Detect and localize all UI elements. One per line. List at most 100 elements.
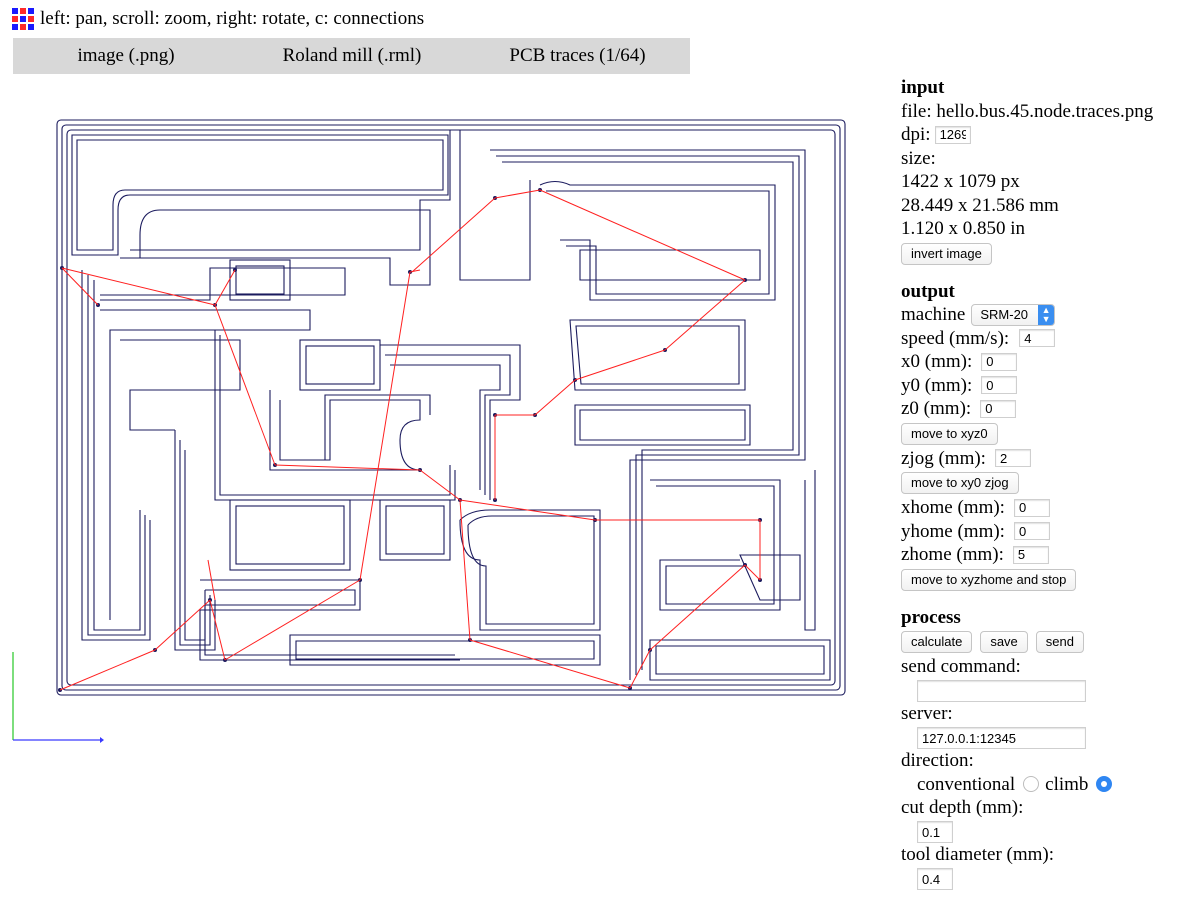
y0-input[interactable]	[981, 376, 1018, 395]
save-button[interactable]: save	[980, 631, 1028, 653]
logo-square	[28, 8, 34, 14]
trace-path	[184, 450, 206, 641]
size-label: size:	[901, 147, 936, 169]
dpi-row: dpi:	[901, 123, 1191, 147]
logo-square	[20, 16, 26, 22]
connection-line	[207, 559, 216, 601]
y0-label: y0 (mm):	[901, 374, 973, 396]
trace-path	[81, 270, 151, 641]
xhome-input[interactable]	[1013, 498, 1050, 517]
send-button[interactable]: send	[1035, 631, 1084, 653]
controls-hint: left: pan, scroll: zoom, right: rotate, …	[40, 8, 425, 29]
module-menu: image (.png) Roland mill (.rml) PCB trac…	[13, 38, 690, 74]
x0-label: x0 (mm):	[901, 351, 973, 372]
speed-input[interactable]	[1019, 329, 1056, 348]
trace-path	[579, 249, 761, 281]
zhome-row: zhome (mm):	[901, 543, 1191, 567]
trace-path	[502, 161, 794, 670]
trace-path	[179, 440, 211, 646]
zjog-input[interactable]	[994, 449, 1031, 468]
climb-radio[interactable]	[1096, 776, 1113, 793]
machine-row: machine SRM-20 ▲▼	[901, 303, 1191, 327]
trace-path	[199, 579, 460, 661]
tool-diameter-input[interactable]	[917, 868, 953, 890]
logo-square	[28, 16, 34, 22]
trace-path	[467, 515, 595, 625]
logo-square	[20, 24, 26, 30]
select-arrows-icon: ▲▼	[1038, 304, 1055, 325]
logo-square	[20, 8, 26, 14]
dpi-input[interactable]	[934, 125, 971, 144]
yhome-row: yhome (mm):	[901, 520, 1191, 544]
connection-line	[469, 639, 631, 689]
top-bar: left: pan, scroll: zoom, right: rotate, …	[12, 8, 424, 30]
connection-line	[664, 279, 746, 351]
machine-label: machine	[901, 304, 966, 325]
trace-path	[130, 129, 531, 281]
trace-pad	[305, 345, 375, 385]
connection-line	[61, 267, 99, 306]
connection-line	[61, 267, 216, 306]
server-input[interactable]	[917, 727, 1086, 749]
trace-path	[385, 354, 511, 495]
machine-select[interactable]: SRM-20 ▲▼	[971, 303, 1056, 326]
conventional-label: conventional	[917, 773, 1016, 795]
trace-path	[546, 190, 770, 295]
trace-path	[496, 155, 800, 675]
trace-path	[120, 339, 241, 431]
connection-line	[411, 197, 496, 273]
connection-line	[224, 579, 361, 661]
connection-line	[629, 649, 651, 689]
trace-path	[579, 409, 746, 441]
logo-square	[12, 8, 18, 14]
trace-path	[219, 335, 451, 496]
connection-line	[209, 599, 226, 661]
trace-pad	[299, 339, 381, 391]
size-in: 1.120 x 0.850 in	[901, 218, 1026, 239]
zhome-input[interactable]	[1012, 545, 1049, 564]
axis-x-arrowhead	[100, 737, 104, 743]
trace-pad	[379, 499, 451, 561]
direction-label: direction:	[901, 750, 974, 771]
send-command-input[interactable]	[917, 680, 1086, 702]
connection-line	[214, 269, 236, 306]
trace-path	[739, 554, 801, 601]
yhome-input[interactable]	[1013, 522, 1050, 541]
trace-path	[390, 364, 501, 490]
menu-item-roland-mill[interactable]: Roland mill (.rml)	[282, 45, 422, 66]
z0-input[interactable]	[980, 399, 1017, 418]
move-to-xyz0-button[interactable]: move to xyz0	[901, 422, 998, 445]
settings-panel: input file: hello.bus.45.node.traces.png…	[901, 76, 1191, 890]
send-command-label: send command:	[901, 656, 1021, 677]
trace-path	[289, 634, 601, 666]
trace-path	[204, 589, 455, 656]
x0-row: x0 (mm):	[901, 350, 1191, 374]
toolpath-view[interactable]	[0, 100, 860, 760]
trace-path	[804, 470, 816, 631]
connection-line	[274, 464, 421, 471]
calculate-button[interactable]: calculate	[901, 631, 973, 653]
trace-pad	[229, 499, 351, 571]
output-heading: output	[901, 280, 955, 302]
trace-path	[76, 139, 444, 251]
trace-path	[459, 509, 601, 631]
speed-row: speed (mm/s):	[901, 327, 1191, 351]
trace-path	[574, 404, 751, 446]
trace-path	[87, 275, 146, 636]
yhome-label: yhome (mm):	[901, 520, 1005, 542]
cut-depth-label: cut depth (mm):	[901, 797, 1024, 818]
conventional-radio[interactable]	[1023, 776, 1040, 793]
invert-image-button[interactable]: invert image	[901, 242, 992, 265]
speed-label: speed (mm/s):	[901, 327, 1010, 349]
x0-input[interactable]	[981, 352, 1018, 371]
menu-item-image-png[interactable]: image (.png)	[77, 45, 175, 66]
machine-select-value: SRM-20	[980, 307, 1029, 322]
move-to-xyzhome-and-stop-button[interactable]: move to xyzhome and stop	[901, 568, 1077, 591]
trace-path	[71, 134, 449, 256]
trace-pad	[385, 505, 445, 555]
menu-item-pcb-traces[interactable]: PCB traces (1/64)	[509, 45, 646, 66]
trace-path	[649, 639, 831, 681]
connection-line	[419, 469, 461, 501]
move-to-xy0-zjog-button[interactable]: move to xy0 zjog	[901, 472, 1019, 494]
cut-depth-input[interactable]	[917, 821, 953, 843]
